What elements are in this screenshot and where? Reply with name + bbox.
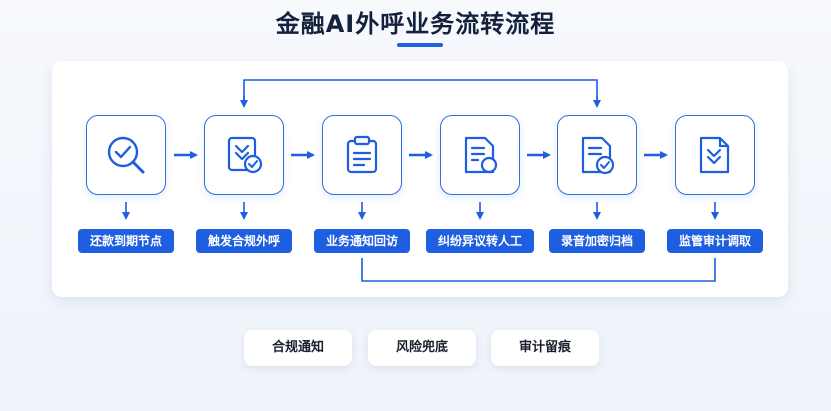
step-label-4: 纠纷异议转人工 — [426, 229, 534, 253]
document-person-icon — [464, 136, 498, 174]
step-2-icon-box — [204, 115, 284, 195]
title-underline — [397, 43, 443, 47]
step-5-icon-box — [557, 115, 637, 195]
search-check-icon — [107, 136, 145, 174]
step-4-icon-box — [440, 115, 520, 195]
step-label-5: 录音加密归档 — [549, 229, 645, 253]
step-label-2: 触发合规外呼 — [196, 229, 292, 253]
step-label-3: 业务通知回访 — [314, 229, 410, 253]
document-check-icon — [581, 136, 615, 175]
tag-compliance-notice: 合规通知 — [244, 330, 352, 366]
tag-risk-backstop: 风险兜底 — [368, 330, 476, 366]
file-download-icon — [699, 136, 730, 174]
step-3-icon-box — [322, 115, 402, 195]
step-1-icon-box — [86, 115, 166, 195]
download-check-icon — [227, 136, 263, 174]
tag-audit-trail: 审计留痕 — [491, 330, 599, 366]
clipboard-icon — [346, 135, 378, 174]
step-6-icon-box — [675, 115, 755, 195]
step-label-1: 还款到期节点 — [78, 229, 174, 253]
step-label-6: 监管审计调取 — [667, 229, 763, 253]
page-title: 金融AI外呼业务流转流程 — [275, 10, 556, 38]
